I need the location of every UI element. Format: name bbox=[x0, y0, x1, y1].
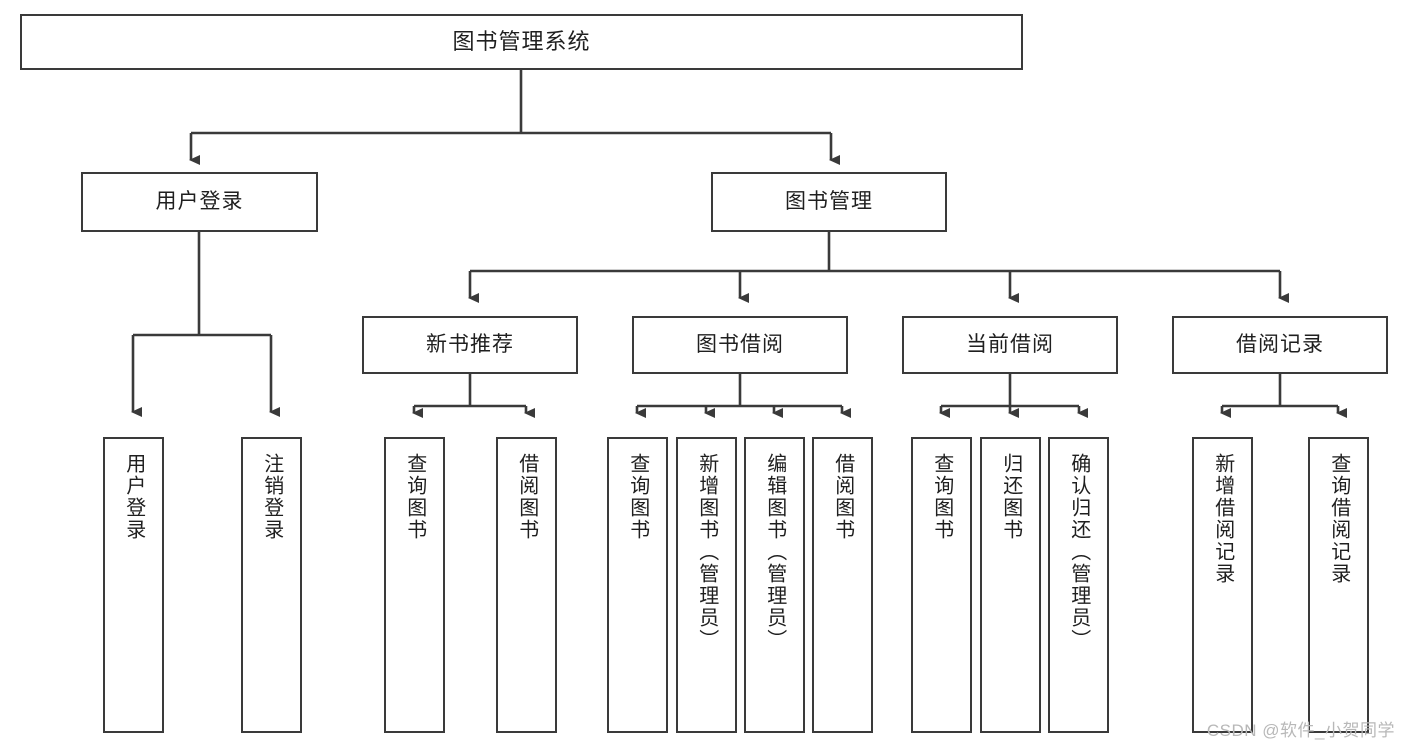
leaf-label: 查询图书 bbox=[403, 453, 426, 541]
leaf-borrow-book[interactable]: 借阅图书 bbox=[812, 437, 873, 733]
node-label: 用户登录 bbox=[155, 190, 244, 214]
node-book-management[interactable]: 图书管理 bbox=[711, 172, 947, 232]
leaf-query-borrow-record[interactable]: 查询借阅记录 bbox=[1308, 437, 1369, 733]
node-root-system[interactable]: 图书管理系统 bbox=[20, 14, 1023, 70]
leaf-add-book-admin[interactable]: 新增图书（管理员） bbox=[676, 437, 737, 733]
node-label: 新书推荐 bbox=[426, 333, 514, 357]
leaf-label: 编辑图书（管理员） bbox=[763, 453, 786, 651]
leaf-label: 确认归还（管理员） bbox=[1067, 453, 1090, 651]
node-borrow-record[interactable]: 借阅记录 bbox=[1172, 316, 1388, 374]
node-label: 当前借阅 bbox=[966, 333, 1054, 357]
leaf-label: 借阅图书 bbox=[831, 453, 854, 541]
node-new-book-recommend[interactable]: 新书推荐 bbox=[362, 316, 578, 374]
node-book-borrow[interactable]: 图书借阅 bbox=[632, 316, 848, 374]
node-label: 图书管理系统 bbox=[452, 28, 591, 54]
leaf-query-book-new[interactable]: 查询图书 bbox=[384, 437, 445, 733]
node-current-borrow[interactable]: 当前借阅 bbox=[902, 316, 1118, 374]
leaf-return-book[interactable]: 归还图书 bbox=[980, 437, 1041, 733]
node-user-login[interactable]: 用户登录 bbox=[81, 172, 318, 232]
leaf-label: 查询图书 bbox=[930, 453, 953, 541]
leaf-label: 借阅图书 bbox=[515, 453, 538, 541]
leaf-query-book-borrow[interactable]: 查询图书 bbox=[607, 437, 668, 733]
leaf-query-book-current[interactable]: 查询图书 bbox=[911, 437, 972, 733]
node-label: 借阅记录 bbox=[1236, 333, 1324, 357]
leaf-label: 用户登录 bbox=[122, 453, 145, 541]
leaf-edit-book-admin[interactable]: 编辑图书（管理员） bbox=[744, 437, 805, 733]
leaf-confirm-return-admin[interactable]: 确认归还（管理员） bbox=[1048, 437, 1109, 733]
leaf-label: 注销登录 bbox=[260, 453, 283, 541]
leaf-add-borrow-record[interactable]: 新增借阅记录 bbox=[1192, 437, 1253, 733]
leaf-label: 新增图书（管理员） bbox=[695, 453, 718, 651]
leaf-label: 查询图书 bbox=[626, 453, 649, 541]
leaf-logout[interactable]: 注销登录 bbox=[241, 437, 302, 733]
leaf-label: 归还图书 bbox=[999, 453, 1022, 541]
leaf-label: 新增借阅记录 bbox=[1211, 453, 1234, 585]
node-label: 图书管理 bbox=[785, 190, 873, 214]
node-label: 图书借阅 bbox=[696, 333, 784, 357]
leaf-user-login[interactable]: 用户登录 bbox=[103, 437, 164, 733]
leaf-borrow-book-new[interactable]: 借阅图书 bbox=[496, 437, 557, 733]
leaf-label: 查询借阅记录 bbox=[1327, 453, 1350, 585]
watermark-text: CSDN @软件_小贺同学 bbox=[1206, 721, 1395, 740]
